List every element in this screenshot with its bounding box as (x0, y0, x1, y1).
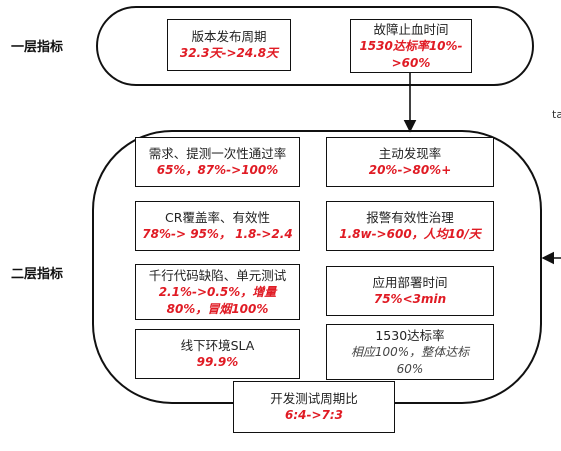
metric-box-cr-coverage: CR覆盖率、有效性 78%-> 95%， 1.8->2.4 (135, 201, 300, 251)
metric-box-alert-governance: 报警有效性治理 1.8w->600，人均10/天 (326, 201, 494, 251)
metric-title: 故障止血时间 (373, 21, 449, 37)
metric-title: 主动发现率 (378, 146, 442, 161)
metric-title: 版本发布周期 (191, 29, 267, 44)
metric-box-fault-stop-time: 故障止血时间 1530达标率10%- >60% (350, 19, 472, 73)
tier1-label: 一层指标 (11, 40, 64, 55)
metric-value: 65%，87%->100% (156, 163, 279, 177)
metric-value: 20%->80%+ (368, 163, 452, 177)
metric-value: 78%-> 95%， 1.8->2.4 (142, 227, 293, 241)
metric-box-deploy-time: 应用部署时间 75%<3min (326, 266, 494, 316)
metric-title: 需求、提测一次性通过率 (148, 146, 287, 161)
metric-box-dev-test-ratio: 开发测试周期比 6:4->7:3 (233, 381, 395, 433)
metric-value: 99.9% (196, 355, 239, 369)
metric-title: 1530达标率 (375, 327, 445, 343)
tier2-label: 二层指标 (11, 267, 64, 282)
metric-title: 千行代码缺陷、单元测试 (148, 267, 287, 283)
metric-box-active-discovery: 主动发现率 20%->80%+ (326, 137, 494, 187)
metric-value: 1.8w->600，人均10/天 (339, 227, 481, 241)
metric-box-1530-rate: 1530达标率 相应100%，整体达标 60% (326, 324, 494, 380)
metric-box-release-cycle: 版本发布周期 32.3天->24.8天 (167, 19, 291, 71)
metric-value: 75%<3min (373, 292, 447, 306)
metric-title: CR覆盖率、有效性 (165, 210, 270, 225)
edge-fragment-text: ta (552, 108, 561, 121)
metric-value: 32.3天->24.8天 (179, 46, 279, 60)
metric-value-line1: 1530达标率10%- (359, 38, 463, 53)
metric-title: 线下环境SLA (180, 338, 255, 353)
metric-note-line2: 60% (396, 361, 424, 376)
metric-value-line2: >60% (391, 55, 431, 70)
metric-value: 6:4->7:3 (284, 408, 344, 422)
metric-title: 开发测试周期比 (270, 391, 358, 406)
metric-box-first-pass-rate: 需求、提测一次性通过率 65%，87%->100% (135, 137, 300, 187)
metric-box-code-defects: 千行代码缺陷、单元测试 2.1%->0.5%，增量 80%，冒烟100% (135, 264, 300, 320)
metric-title: 应用部署时间 (372, 275, 448, 290)
metric-value-line2: 80%，冒烟100% (166, 301, 269, 316)
metric-value-line1: 2.1%->0.5%，增量 (158, 284, 277, 299)
metric-note-line1: 相应100%，整体达标 (350, 344, 470, 359)
metric-box-offline-sla: 线下环境SLA 99.9% (135, 329, 300, 379)
metric-title: 报警有效性治理 (366, 210, 454, 225)
